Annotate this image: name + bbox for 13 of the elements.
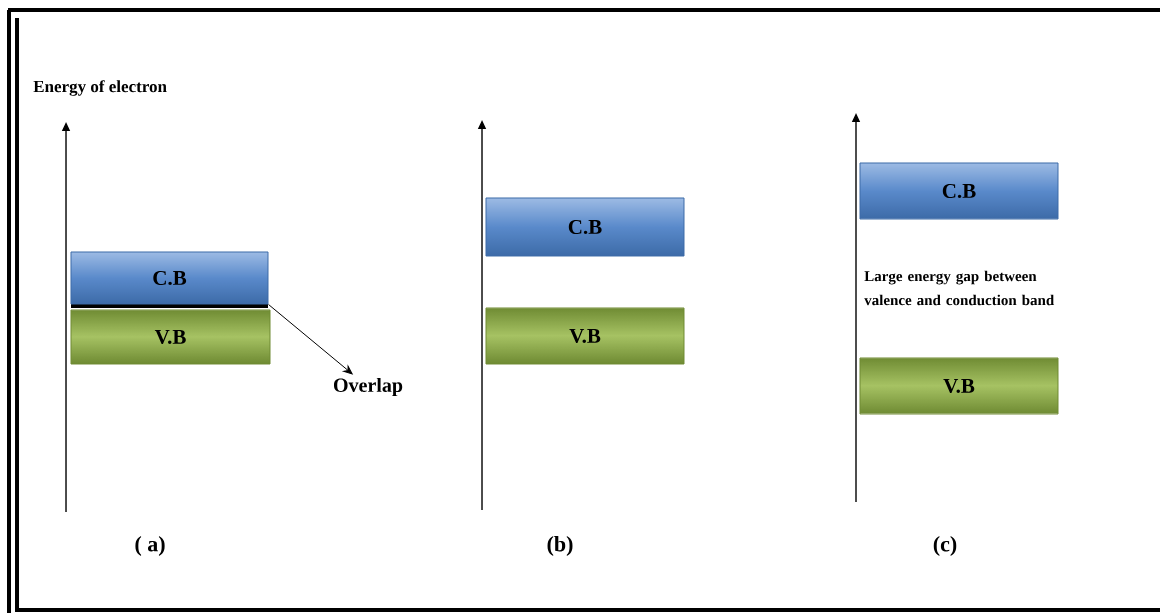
band-box: V.B: [70, 309, 271, 365]
annotation-text: Large energy gap between valence and conduction band: [864, 270, 1055, 306]
panel-label: ( a): [135, 536, 165, 556]
band-box: C.B: [859, 162, 1059, 220]
band-box: C.B: [70, 251, 269, 305]
leader-arrow: [268, 304, 353, 375]
panel-label: (b): [547, 536, 573, 556]
panel-label: (c): [933, 536, 957, 556]
band-box: V.B: [485, 307, 685, 365]
axis-title: Energy of electron: [33, 80, 167, 96]
band-box: V.B: [859, 357, 1059, 415]
overlap-label: Overlap: [334, 377, 403, 397]
band-box: C.B: [485, 197, 685, 257]
